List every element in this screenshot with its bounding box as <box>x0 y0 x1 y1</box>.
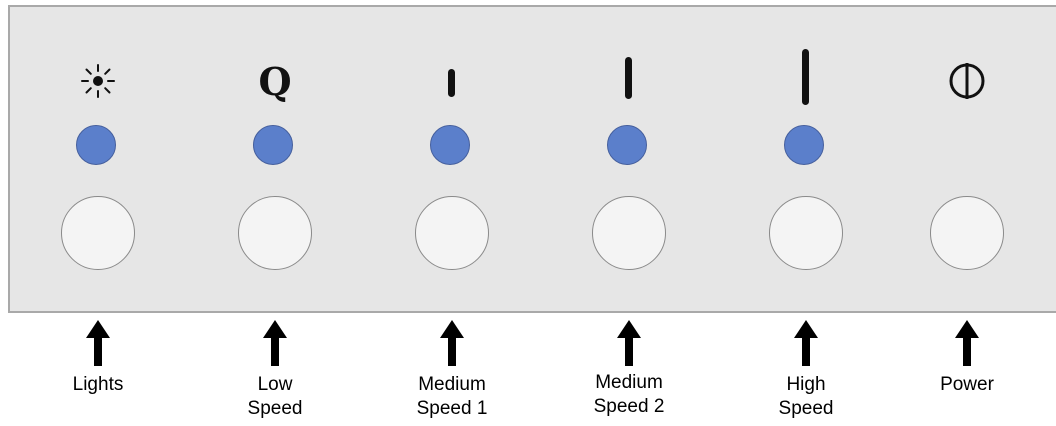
label-line: Speed 2 <box>593 396 665 417</box>
indicator-light <box>253 125 293 165</box>
control-label: Medium Speed 2 <box>549 371 709 419</box>
control-power: Power <box>907 0 1027 426</box>
indicator-light <box>430 125 470 165</box>
control-label: Low Speed <box>195 373 355 421</box>
label-line: Medium <box>418 374 486 395</box>
arrow-up-icon <box>788 318 824 368</box>
label-line: Speed 1 <box>416 398 488 419</box>
low-speed-button[interactable] <box>238 196 312 270</box>
q-glyph: Q <box>258 58 292 104</box>
arrow-up-icon <box>257 318 293 368</box>
lights-button[interactable] <box>61 196 135 270</box>
medium-speed-2-button[interactable] <box>592 196 666 270</box>
arrow-up-icon <box>611 318 647 368</box>
label-line: Speed <box>247 398 303 419</box>
control-medium-speed-1: Medium Speed 1 <box>392 0 512 426</box>
control-panel <box>8 5 1056 313</box>
bar-short-icon <box>392 55 512 107</box>
arrow-up-icon <box>80 318 116 368</box>
bar-medium-icon <box>569 55 689 107</box>
control-high-speed: High Speed <box>746 0 866 426</box>
control-label: Power <box>887 373 1047 397</box>
q-icon: Q <box>215 55 335 107</box>
control-label: Lights <box>18 373 178 397</box>
label-line: Lights <box>72 374 124 395</box>
control-label: Medium Speed 1 <box>372 373 532 421</box>
indicator-light <box>76 125 116 165</box>
control-label: High Speed <box>726 373 886 421</box>
label-line: Speed <box>778 398 834 419</box>
label-line: Medium <box>595 372 663 393</box>
control-low-speed: Q Low Speed <box>215 0 335 426</box>
indicator-light <box>607 125 647 165</box>
power-icon <box>907 55 1027 107</box>
power-button[interactable] <box>930 196 1004 270</box>
control-lights: Lights <box>38 0 158 426</box>
control-medium-speed-2: Medium Speed 2 <box>569 0 689 426</box>
high-speed-button[interactable] <box>769 196 843 270</box>
label-line: High <box>786 374 826 395</box>
bar-tall-icon <box>746 49 866 107</box>
arrow-up-icon <box>434 318 470 368</box>
indicator-light <box>784 125 824 165</box>
arrow-up-icon <box>949 318 985 368</box>
sun-icon <box>38 55 158 107</box>
label-line: Power <box>940 374 994 395</box>
medium-speed-1-button[interactable] <box>415 196 489 270</box>
label-line: Low <box>257 374 293 395</box>
